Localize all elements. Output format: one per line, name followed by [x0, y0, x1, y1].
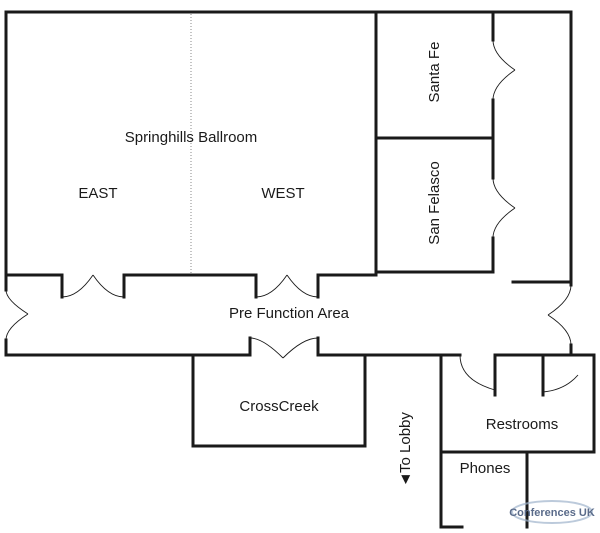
ballroom-door-west: [61, 274, 125, 298]
watermark-swoosh-icon: [511, 500, 593, 524]
phones-label: Phones: [460, 460, 511, 477]
to-lobby-indicator: ◄ To Lobby: [397, 412, 414, 487]
crosscreek-door: [249, 337, 319, 359]
restrooms-label: Restrooms: [486, 416, 559, 433]
conferences-uk-watermark: Conferences UK: [509, 500, 595, 524]
east-label: EAST: [78, 185, 117, 202]
prefunction-west-door: [5, 289, 29, 341]
east-corridor-door: [547, 284, 572, 346]
west-label: WEST: [261, 185, 304, 202]
ballroom-south-wall-east: [316, 273, 378, 299]
ballroom-south-wall-west: [4, 273, 64, 299]
santa-fe-label: Santa Fe: [426, 42, 443, 103]
restrooms-east-wall: [525, 353, 596, 454]
san-felasco-door: [492, 177, 516, 239]
crosscreek-label: CrossCreek: [239, 398, 319, 415]
san-felasco-label: San Felasco: [426, 161, 443, 244]
to-lobby-arrow-icon: ◄: [397, 472, 414, 487]
ballroom-south-wall-mid: [122, 273, 258, 299]
doors: [5, 39, 579, 393]
ballroom-north-wall: [4, 10, 573, 284]
restroom-door-right: [542, 374, 579, 393]
prefunction-south-wall-east: [316, 336, 464, 529]
to-lobby-label: To Lobby: [397, 412, 414, 473]
ballroom-door-east: [255, 274, 319, 298]
crosscreek-walls: [191, 353, 367, 448]
prefunction-label: Pre Function Area: [229, 305, 350, 322]
prefunction-south-wall-west: [4, 336, 252, 357]
santa-fe-door: [492, 39, 516, 101]
watermark-text: Conferences UK: [509, 507, 595, 519]
restroom-door-left: [459, 354, 496, 391]
ballroom-label: Springhills Ballroom: [125, 129, 258, 146]
walls: [4, 10, 596, 529]
